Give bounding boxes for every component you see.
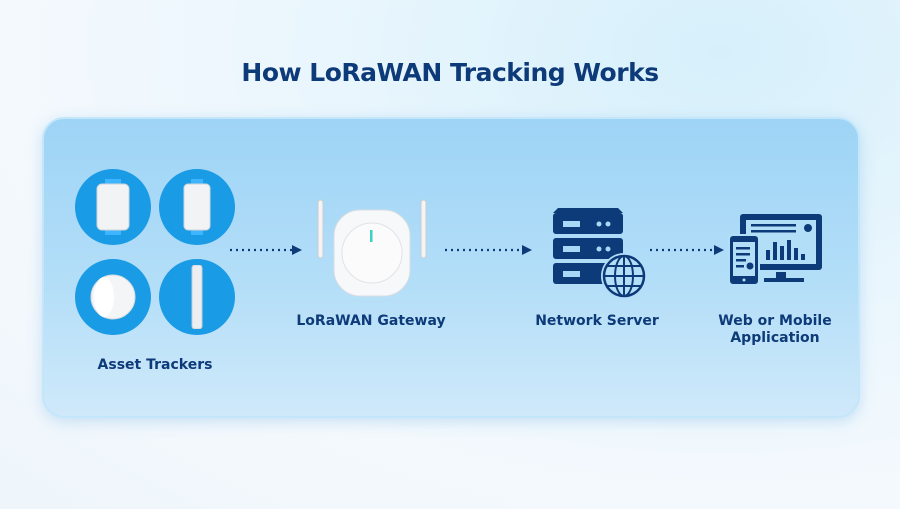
page-title: How LoRaWAN Tracking Works — [241, 58, 659, 87]
tracker-slim-icon — [159, 169, 235, 245]
server-globe-icon — [553, 208, 647, 299]
step-label-asset-trackers: Asset Trackers — [97, 357, 213, 373]
label-line-2: Application — [730, 330, 820, 346]
monitor-phone-icon — [728, 214, 822, 286]
label-line-1: Web or Mobile — [718, 313, 832, 329]
step-label-network-server: Network Server — [535, 313, 659, 329]
tracker-box-icon — [75, 169, 151, 245]
gateway-device-icon — [317, 199, 427, 297]
step-label-gateway: LoRaWAN Gateway — [296, 313, 446, 329]
arrow-right-icon — [445, 245, 532, 255]
tracker-tube-icon — [159, 259, 235, 335]
step-label-application: Web or Mobile Application — [695, 313, 855, 347]
tracker-round-icon — [75, 259, 151, 335]
arrow-right-icon — [230, 245, 302, 255]
arrow-right-icon — [650, 245, 724, 255]
